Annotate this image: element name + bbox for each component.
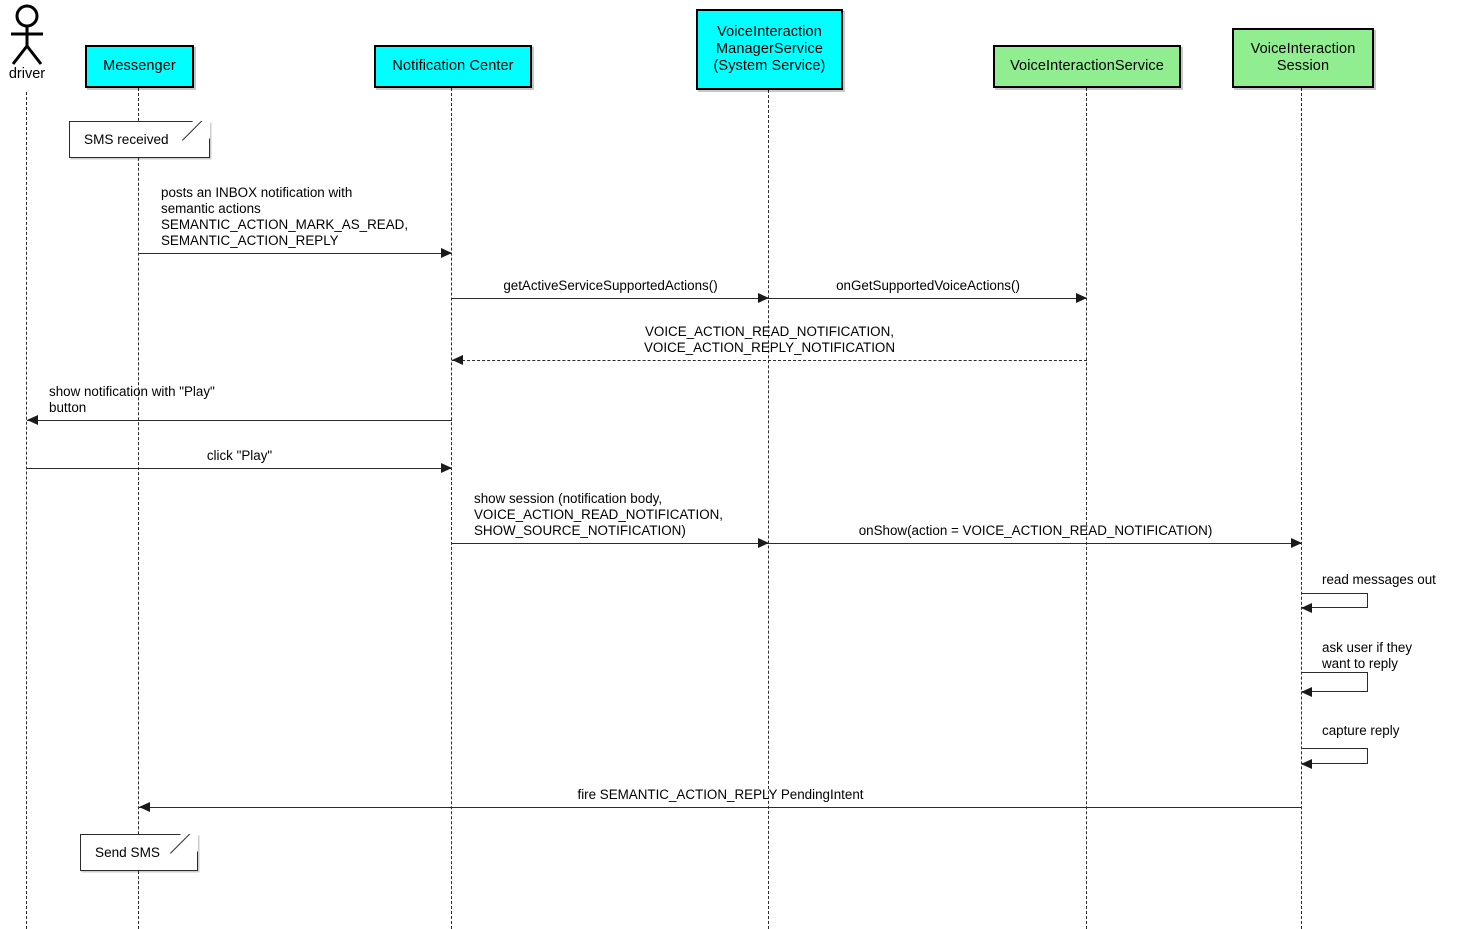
participant-box-messenger[interactable]: Messenger: [85, 45, 194, 88]
actor-driver-label: driver: [8, 66, 46, 82]
message-line-msg-post-inbox-notification: [139, 253, 452, 254]
lifeline-driver: [26, 92, 27, 929]
message-line-msg-fire-semantic-action-reply: [139, 807, 1302, 808]
message-label-msg-show-notification-play-button: show notification with "Play" button: [49, 384, 215, 415]
message-label-msg-click-play: click "Play": [206, 448, 273, 463]
participant-box-session[interactable]: VoiceInteraction Session: [1232, 28, 1374, 88]
arrow-head-msg-show-session: [758, 538, 769, 549]
message-line-msg-show-session: [452, 543, 769, 544]
message-line-msg-show-notification-play-button: [27, 420, 452, 421]
lifeline-session: [1301, 88, 1302, 929]
arrow-head-msg-fire-semantic-action-reply: [139, 802, 150, 813]
self-call-box-self-ask-user-reply: [1302, 672, 1368, 692]
message-label-msg-show-session: show session (notification body, VOICE_A…: [474, 491, 724, 538]
self-call-box-self-read-messages-out: [1302, 593, 1368, 608]
participant-box-vims[interactable]: VoiceInteraction ManagerService (System …: [696, 9, 843, 90]
lifeline-vims: [768, 90, 769, 929]
self-call-label-self-ask-user-reply: ask user if they want to reply: [1322, 640, 1413, 671]
arrow-head-msg-get-active-service-supported-actions: [758, 293, 769, 304]
arrow-head-msg-click-play: [441, 463, 452, 474]
self-call-label-self-capture-reply: capture reply: [1322, 723, 1400, 738]
note-fold-icon: [170, 834, 198, 862]
message-label-msg-fire-semantic-action-reply: fire SEMANTIC_ACTION_REPLY PendingIntent: [577, 787, 864, 802]
stick-figure-actor-icon: [11, 4, 43, 65]
arrow-head-msg-post-inbox-notification: [441, 248, 452, 259]
arrow-head-msg-on-get-supported-voice-actions: [1076, 293, 1087, 304]
participant-box-vis[interactable]: VoiceInteractionService: [993, 45, 1181, 88]
arrow-head-self-capture-reply: [1301, 759, 1312, 770]
self-call-box-self-capture-reply: [1302, 748, 1368, 764]
message-line-msg-get-active-service-supported-actions: [452, 298, 769, 299]
note-fold-icon: [182, 121, 210, 149]
note-send-sms: Send SMS: [80, 834, 198, 871]
message-label-msg-return-voice-actions: VOICE_ACTION_READ_NOTIFICATION, VOICE_AC…: [644, 324, 895, 355]
arrow-head-self-read-messages-out: [1301, 603, 1312, 614]
message-label-msg-get-active-service-supported-actions: getActiveServiceSupportedActions(): [503, 278, 718, 293]
lifeline-notification_center: [451, 88, 452, 929]
arrow-head-msg-show-notification-play-button: [27, 415, 38, 426]
note-send-sms-text: Send SMS: [95, 844, 160, 860]
arrow-head-msg-on-show: [1291, 538, 1302, 549]
message-line-msg-on-show: [769, 543, 1302, 544]
lifeline-messenger: [138, 88, 139, 929]
message-label-msg-post-inbox-notification: posts an INBOX notification with semanti…: [161, 185, 409, 248]
arrow-head-msg-return-voice-actions: [452, 355, 463, 366]
arrow-head-self-ask-user-reply: [1301, 687, 1312, 698]
message-label-msg-on-show: onShow(action = VOICE_ACTION_READ_NOTIFI…: [858, 523, 1213, 538]
message-label-msg-on-get-supported-voice-actions: onGetSupportedVoiceActions(): [836, 278, 1020, 293]
note-sms-received-text: SMS received: [84, 131, 169, 147]
message-line-msg-return-voice-actions: [452, 360, 1087, 361]
self-call-label-self-read-messages-out: read messages out: [1322, 572, 1436, 587]
actor-driver: [0, 4, 55, 71]
lifeline-vis: [1086, 88, 1087, 929]
message-line-msg-click-play: [27, 468, 452, 469]
note-sms-received: SMS received: [69, 121, 210, 158]
participant-box-notification_center[interactable]: Notification Center: [374, 45, 532, 88]
message-line-msg-on-get-supported-voice-actions: [769, 298, 1087, 299]
